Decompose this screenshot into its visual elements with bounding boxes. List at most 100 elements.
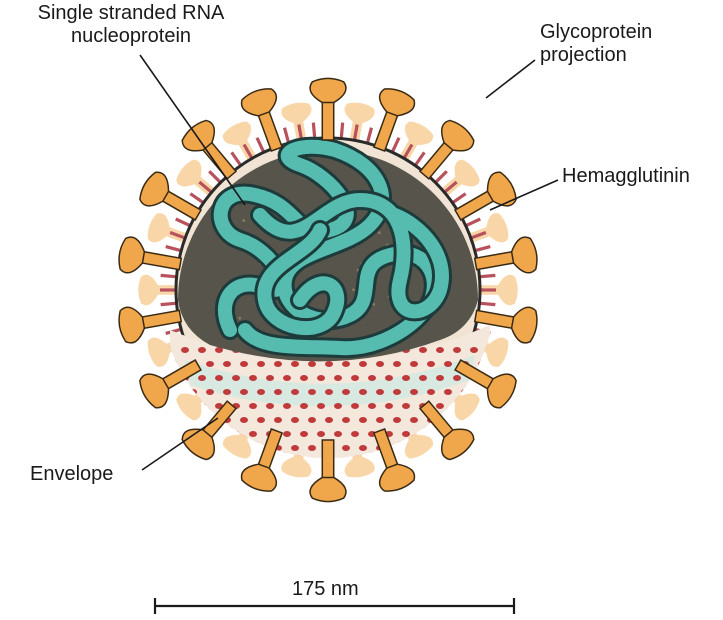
envelope-dot	[240, 389, 248, 395]
envelope-dot	[478, 445, 486, 451]
glycoprotein-spike	[473, 236, 538, 274]
envelope-dot	[240, 361, 248, 367]
envelope-dot	[240, 417, 248, 423]
glycoprotein-spike	[309, 77, 347, 141]
hemagglutinin-rod	[160, 301, 179, 307]
envelope-dot	[283, 403, 291, 409]
rna-nucleoprotein-coil	[210, 136, 452, 359]
envelope-dot	[334, 431, 342, 437]
hemagglutinin-rod	[352, 124, 359, 143]
envelope-dot	[266, 375, 274, 381]
envelope-dot	[257, 389, 265, 395]
glyco-leader-line	[485, 59, 536, 99]
envelope-dot	[359, 361, 367, 367]
envelope-dot	[232, 375, 240, 381]
envelope-dot	[402, 375, 410, 381]
glycoprotein-spike	[181, 119, 238, 180]
envelope-dot	[436, 375, 444, 381]
envelope-dot	[351, 403, 359, 409]
envelope-dot	[257, 361, 265, 367]
envelope-dot	[249, 403, 257, 409]
envelope-dot	[376, 361, 384, 367]
envelope-dot	[291, 389, 299, 395]
envelope-dot	[325, 417, 333, 423]
hemagglutinin-rod	[255, 137, 267, 155]
hemagglutinin-rod	[198, 180, 215, 195]
hemagglutinin-rod	[242, 143, 255, 161]
hemagglutinin-rod	[441, 180, 458, 195]
envelope-dot	[300, 375, 308, 381]
hemagglutinin-rod	[230, 151, 244, 169]
envelope-dot	[393, 417, 401, 423]
interior-speck	[242, 219, 246, 222]
hemagglutinin-label: Hemagglutinin	[562, 165, 690, 187]
glycoprotein-spike	[139, 171, 202, 221]
envelope-dot	[308, 417, 316, 423]
glyco-label-line1: Glycoprotein	[540, 21, 653, 43]
glyco-label-line2: projection	[540, 44, 627, 66]
hemagglutinin-rod	[160, 273, 179, 279]
envelope-dot	[308, 361, 316, 367]
envelope-dot	[325, 361, 333, 367]
glycoprotein-spike	[139, 359, 202, 409]
scale-bar	[153, 598, 516, 614]
envelope-dot	[206, 361, 214, 367]
hemagglutinin-rod	[189, 192, 207, 206]
envelope-dot	[410, 389, 418, 395]
envelope-dot	[283, 375, 291, 381]
hemagglutinin-rod	[389, 137, 401, 155]
envelope-dot	[342, 389, 350, 395]
envelope-dot	[393, 361, 401, 367]
hemagglutinin-rod	[175, 217, 193, 229]
envelope-dot	[223, 389, 231, 395]
envelope-dot	[393, 389, 401, 395]
glycoprotein-spike	[418, 119, 475, 180]
hemagglutinin-rod	[449, 192, 467, 206]
hemagglutinin-rod	[478, 288, 496, 292]
envelope-dot	[359, 445, 367, 451]
envelope-dot	[478, 389, 486, 395]
interior-speck	[238, 316, 242, 320]
hemagglutinin-rod	[160, 288, 178, 292]
envelope-dot	[419, 347, 427, 353]
envelope-dot	[274, 361, 282, 367]
envelope-label: Envelope	[30, 463, 114, 485]
envelope-dot	[266, 403, 274, 409]
envelope-dot	[368, 375, 376, 381]
envelope-dot	[453, 347, 461, 353]
hemagglutinin-rod	[401, 143, 414, 161]
envelope-dot	[393, 445, 401, 451]
envelope-dot	[342, 445, 350, 451]
envelope-dot	[325, 389, 333, 395]
envelope-leader-line	[141, 417, 219, 471]
glycoprotein-spike	[118, 306, 183, 344]
envelope-dot	[257, 417, 265, 423]
glycoprotein-spike	[473, 306, 538, 344]
hemagglutinin-rod	[412, 151, 426, 169]
envelope-dot	[376, 417, 384, 423]
hemagglutinin-rod	[432, 170, 448, 186]
envelope-dot	[444, 389, 452, 395]
envelope-dot	[283, 431, 291, 437]
envelope-dot	[427, 361, 435, 367]
glycoprotein-spike	[118, 236, 183, 274]
rna-label-line2: nucleoprotein	[70, 25, 192, 47]
rna-label: Single stranded RNA nucleoprotein	[0, 2, 262, 48]
envelope-dot	[342, 361, 350, 367]
envelope-dot	[215, 375, 223, 381]
envelope-dot	[317, 403, 325, 409]
interior-speck	[352, 288, 355, 292]
envelope-dot	[444, 361, 452, 367]
envelope-dot	[300, 431, 308, 437]
envelope-dot	[385, 375, 393, 381]
envelope-dot	[198, 375, 206, 381]
envelope-dot	[410, 361, 418, 367]
envelope-dot	[402, 403, 410, 409]
envelope-dot	[410, 417, 418, 423]
hemagglutinin-rod	[463, 217, 481, 229]
glycoprotein-spike	[240, 88, 284, 152]
envelope-dot	[206, 389, 214, 395]
envelope-dot	[249, 375, 257, 381]
envelope-dot	[274, 417, 282, 423]
